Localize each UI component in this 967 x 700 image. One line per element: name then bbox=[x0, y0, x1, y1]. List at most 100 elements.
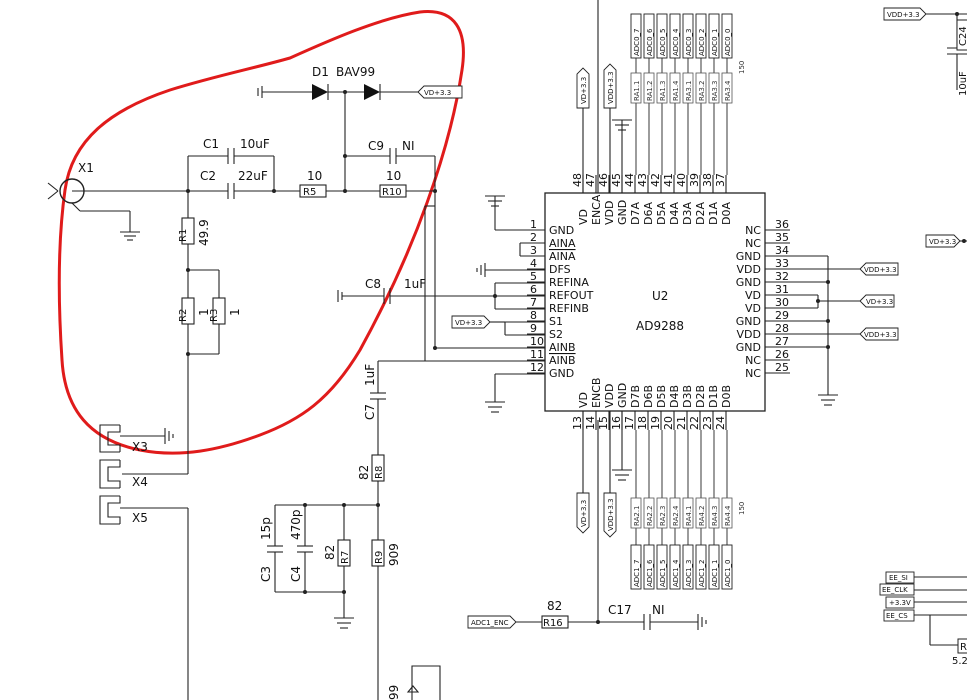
net-label-vd-bottom: VD+3.3 bbox=[576, 492, 590, 534]
x3-ref: X3 bbox=[132, 440, 148, 454]
r16-value: 82 bbox=[547, 599, 562, 613]
r3-ref: R3 bbox=[209, 309, 220, 322]
r8-value: 82 bbox=[357, 465, 371, 480]
pin-number: 10 bbox=[530, 335, 544, 348]
bus-label bbox=[721, 13, 733, 59]
pin-number: 24 bbox=[714, 416, 727, 430]
bus-label-text: ADC1_4 bbox=[672, 559, 680, 587]
ra-label: RA1.2 bbox=[646, 80, 654, 101]
bus-label-text: ADC1_5 bbox=[659, 560, 667, 587]
capacitor-c3[interactable]: C3 15p bbox=[259, 505, 283, 592]
pin-number: 34 bbox=[775, 244, 789, 257]
ra-resistor bbox=[669, 72, 681, 104]
resistor-r9[interactable]: R9 909 bbox=[371, 505, 401, 700]
x4-ref: X4 bbox=[132, 475, 148, 489]
resistor-r1[interactable]: R1 49.9 bbox=[178, 191, 211, 270]
ic-bottom-pins: 13VD14ENCB15VDD16GND17D7B18D6B19D5B20D4B… bbox=[571, 378, 733, 430]
connector-x5[interactable]: X5 bbox=[99, 495, 189, 700]
resistor-r3[interactable]: R3 1 bbox=[188, 269, 242, 355]
bus-label-text: ADC1_6 bbox=[646, 559, 654, 587]
pin-name: REFINB bbox=[549, 302, 589, 315]
connector-x3[interactable]: X3 bbox=[99, 424, 174, 454]
capacitor-c2[interactable]: C2 22uF bbox=[188, 169, 274, 199]
net-label-ee-si: EE_SI bbox=[885, 571, 915, 584]
pin-number: 19 bbox=[649, 416, 662, 430]
resistor-r5[interactable]: 10 R5 bbox=[274, 169, 380, 198]
r7-value: 82 bbox=[323, 545, 337, 560]
svg-text:VDD+3.3: VDD+3.3 bbox=[607, 71, 615, 104]
capacitor-c4[interactable]: C4 470p bbox=[289, 505, 313, 592]
net-label-vd-30: VD+3.3 bbox=[859, 294, 895, 308]
bus-label-text: ADC0_0 bbox=[724, 29, 732, 56]
bus-label-text: ADC0_1 bbox=[711, 29, 719, 56]
svg-text:VD+3.3: VD+3.3 bbox=[929, 238, 956, 246]
pin-number: 48 bbox=[571, 173, 584, 187]
bus-label-text: ADC0_4 bbox=[672, 28, 680, 56]
r16-ref: R16 bbox=[543, 618, 563, 629]
resistor-r2[interactable]: R2 1 bbox=[178, 270, 211, 354]
capacitor-c9[interactable]: C9 NI bbox=[343, 139, 436, 191]
c3-ref: C3 bbox=[259, 566, 273, 582]
bus-label-text: ADC0_7 bbox=[633, 29, 641, 56]
pin-number: 14 bbox=[584, 416, 597, 430]
bus-label-text: ADC1_3 bbox=[685, 560, 693, 587]
svg-text:ADC1_ENC: ADC1_ENC bbox=[471, 619, 509, 627]
c9-ref: C9 bbox=[368, 139, 384, 153]
pin-number: 6 bbox=[530, 283, 537, 296]
net-label-ee-cs: EE_CS bbox=[883, 609, 915, 622]
r1-ref: R1 bbox=[178, 229, 189, 242]
c9-value: NI bbox=[402, 139, 415, 153]
pin-number: 33 bbox=[775, 257, 789, 270]
top-data-bus: ADC0_7RA1.1ADC0_6RA1.2ADC0_5RA1.3ADC0_4R… bbox=[630, 13, 733, 175]
connector-x4[interactable]: X4 bbox=[99, 459, 148, 489]
pin-number: 35 bbox=[775, 231, 789, 244]
pin-name: DFS bbox=[549, 263, 571, 276]
capacitor-c7[interactable]: C7 1uF bbox=[363, 360, 425, 455]
capacitor-c8[interactable]: C8 1uF bbox=[337, 277, 545, 304]
ra-bottom-value: 150 bbox=[738, 502, 746, 515]
pin-name: S1 bbox=[549, 315, 563, 328]
svg-text:+3.3V: +3.3V bbox=[889, 599, 911, 607]
pin-name: D0B bbox=[720, 385, 733, 408]
ra-label: RA1.4 bbox=[672, 80, 680, 101]
resistor-r7[interactable]: R7 82 bbox=[323, 505, 351, 618]
resistor-r16[interactable]: R16 82 bbox=[516, 599, 598, 629]
pin-number: 26 bbox=[775, 348, 789, 361]
pin-name: AINA bbox=[549, 250, 576, 263]
pin-name: D0A bbox=[720, 202, 733, 225]
pin-name: D5B bbox=[655, 385, 668, 408]
ra-label: RA2.3 bbox=[659, 505, 667, 526]
c17-value: NI bbox=[652, 603, 665, 617]
net-label-vd-right: VD+3.3 bbox=[925, 234, 961, 248]
resistor-r10[interactable]: 10 R10 bbox=[379, 169, 435, 198]
ra-label: RA1.3 bbox=[659, 80, 667, 101]
c8-value: 1uF bbox=[404, 277, 426, 291]
pin-name: GND bbox=[549, 367, 574, 380]
ra-resistor bbox=[630, 72, 642, 104]
pin-name: ENCA bbox=[590, 194, 603, 225]
pin-name: GND bbox=[616, 383, 629, 408]
capacitor-c17[interactable]: C17 NI bbox=[598, 603, 707, 630]
ic-u2[interactable]: U2 AD9288 bbox=[544, 192, 766, 412]
r5-value: 10 bbox=[307, 169, 322, 183]
pin-name: VDD bbox=[737, 263, 761, 276]
ra-label: RA4.3 bbox=[711, 505, 719, 526]
pin-number: 2 bbox=[530, 231, 537, 244]
pin-name: D7A bbox=[629, 202, 642, 225]
diode-d1[interactable]: D1 BAV99 bbox=[257, 65, 418, 100]
capacitor-c1[interactable]: C1 10uF bbox=[187, 137, 275, 191]
svg-text:VDD+3.3: VDD+3.3 bbox=[887, 11, 920, 19]
c4-ref: C4 bbox=[289, 566, 303, 582]
ra-label: RA3.2 bbox=[698, 80, 706, 101]
net-label-3v3: +3.3V bbox=[885, 596, 915, 609]
svg-text:VDD+3.3: VDD+3.3 bbox=[607, 498, 615, 531]
pin-name: VDD bbox=[603, 201, 616, 225]
pin-name: D1B bbox=[707, 385, 720, 408]
resistor-r8[interactable]: R8 82 bbox=[357, 454, 385, 505]
red-annotation-loop bbox=[57, 10, 465, 455]
pin-number: 4 bbox=[530, 257, 537, 270]
connector-x1[interactable]: X1 bbox=[47, 161, 188, 241]
net-label-ee-clk: EE_CLK bbox=[879, 583, 915, 596]
bus-label bbox=[656, 544, 668, 590]
